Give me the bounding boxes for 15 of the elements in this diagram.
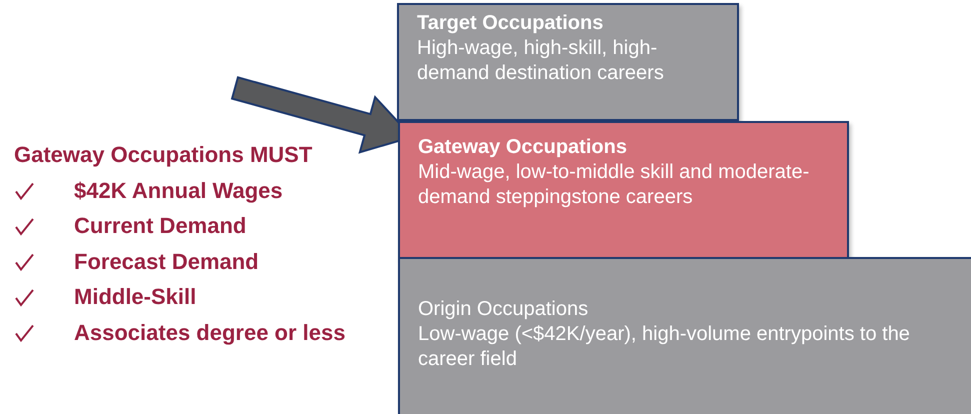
occupation-box: [397, 3, 739, 121]
box-description: Low-wage (<$42K/year), high-volume entrypoints to the career field: [418, 322, 911, 372]
requirement-item: $42K Annual Wages: [74, 178, 283, 204]
occupation-box: [398, 257, 971, 414]
box-description: Mid-wage, low-to-middle skill and moderate-demand steppingstone careers: [418, 160, 810, 210]
box-title: Gateway Occupations: [418, 135, 628, 160]
requirement-item: Associates degree or less: [74, 320, 346, 346]
box-title: Origin Occupations: [418, 297, 590, 322]
requirement-item: Forecast Demand: [74, 248, 259, 274]
list-heading: Gateway Occupations MUST: [14, 142, 312, 168]
requirement-item: Current Demand: [74, 213, 246, 239]
occupation-box: [398, 121, 849, 259]
requirement-item: Middle-Skill: [74, 284, 196, 310]
box-title: Target Occupations: [417, 11, 604, 36]
box-description: High-wage, high-skill, high-demand destination careers: [417, 36, 665, 86]
